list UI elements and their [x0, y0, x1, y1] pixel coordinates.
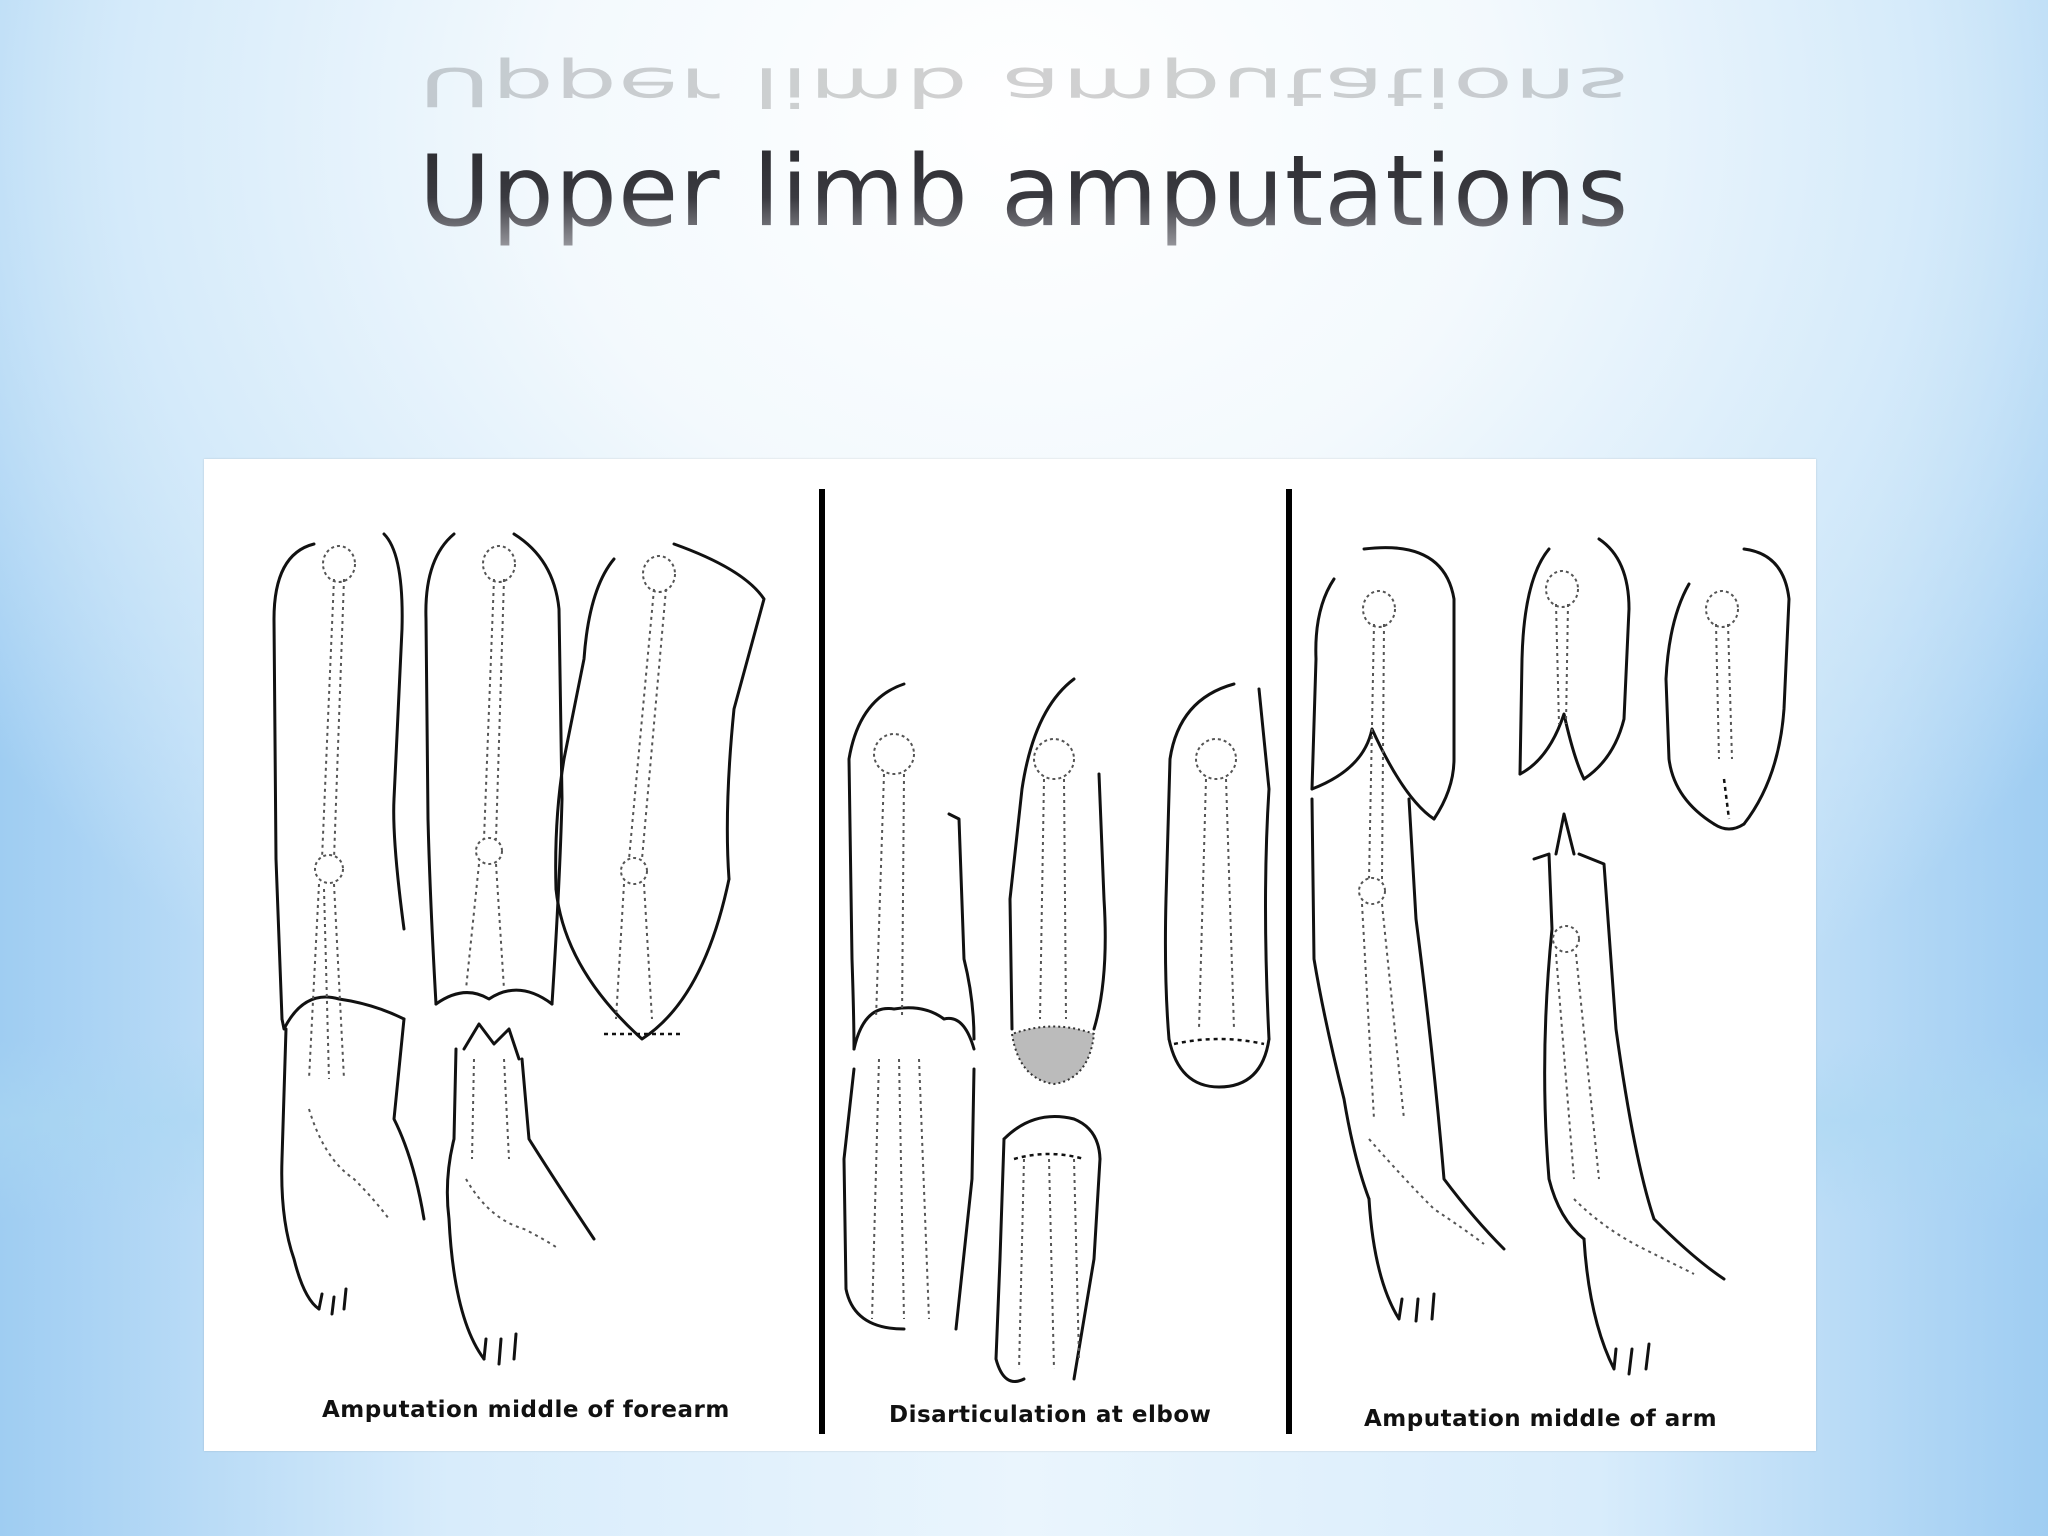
arm-arm-split	[1518, 537, 1726, 1376]
elbow-arm-full	[842, 682, 976, 1331]
amputation-figure: Amputation middle of forearm Disarticula…	[204, 459, 1816, 1451]
caption-elbow-disarticulation: Disarticulation at elbow	[889, 1402, 1212, 1428]
slide-title-reflection-text: Upper limb amputations	[418, 55, 1630, 118]
elbow-disarticulation-panel	[842, 677, 1271, 1383]
arm-arm-full	[1310, 546, 1506, 1323]
arm-amputation-panel	[1310, 537, 1791, 1376]
slide-title-reflection: Upper limb amputations	[0, 55, 2048, 118]
forearm-arm-split	[424, 532, 596, 1366]
amputation-illustration	[272, 489, 1791, 1434]
elbow-arm-split	[994, 677, 1107, 1383]
forearm-arm-stump	[554, 542, 766, 1041]
slide-title-wrap: Upper limb amputations	[0, 135, 2048, 249]
slide-title: Upper limb amputations	[418, 135, 1630, 249]
caption-arm-amputation: Amputation middle of arm	[1364, 1406, 1718, 1432]
caption-forearm-amputation: Amputation middle of forearm	[322, 1397, 730, 1423]
arm-arm-stump	[1664, 547, 1791, 831]
forearm-arm-full	[272, 532, 426, 1316]
forearm-amputation-panel	[272, 532, 766, 1366]
elbow-arm-stump	[1163, 682, 1271, 1089]
